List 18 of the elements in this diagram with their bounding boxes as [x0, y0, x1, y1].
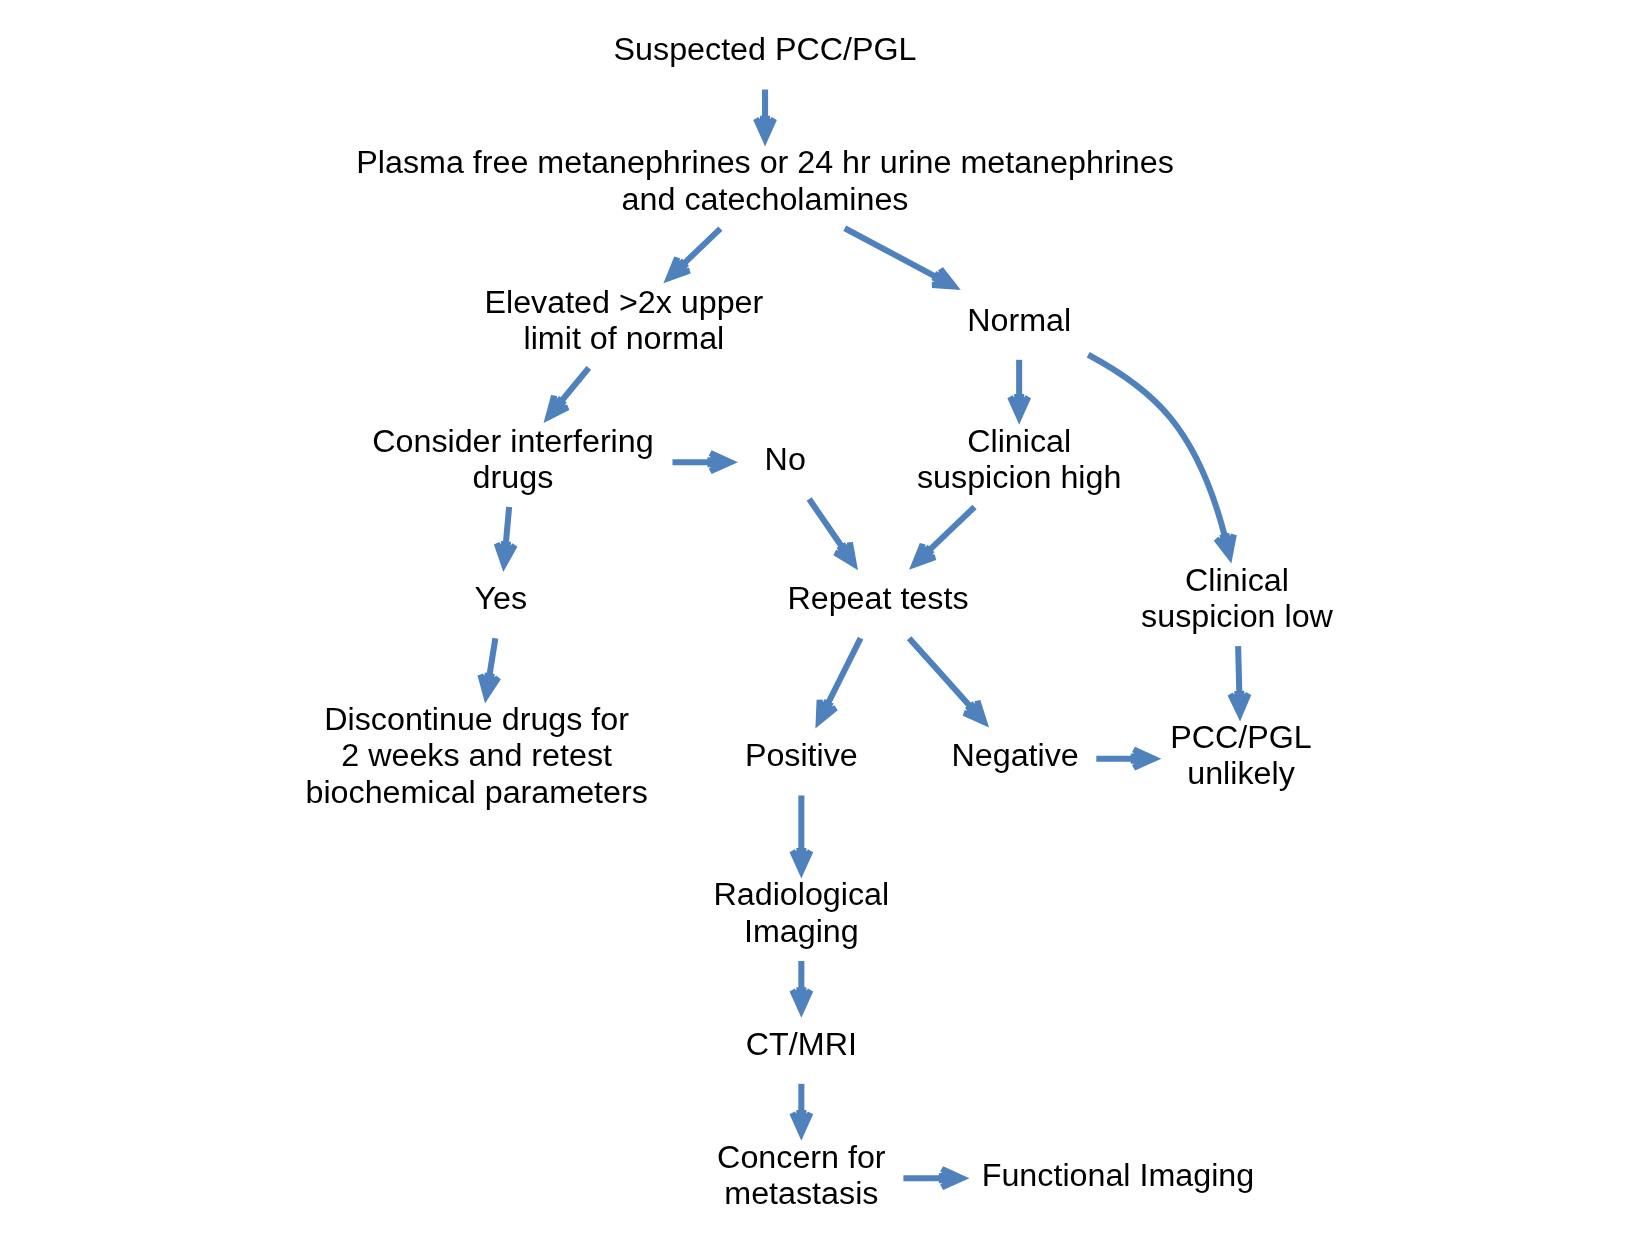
node-text: Concern for metastasis [717, 1138, 886, 1211]
node-text: PCC/PGL unlikely [1170, 719, 1312, 792]
node-text: CT/MRI [745, 1025, 857, 1062]
node-text: Functional Imaging [981, 1156, 1255, 1193]
node-text: Negative [951, 737, 1079, 774]
node-text: Radiological Imaging [713, 876, 890, 949]
node-text: Clinical suspicion low [1141, 561, 1333, 635]
node-text: Elevated >2x upper limit of normal [484, 283, 764, 356]
node-text: Repeat tests [787, 580, 969, 617]
node-text: No [764, 440, 806, 477]
node-text: Normal [967, 301, 1072, 338]
node-text: Plasma free metanephrines or 24 hr urine metanephrines and catecholamines [356, 144, 1174, 217]
node-text: Positive [744, 737, 858, 774]
node-text: Suspected PCC/PGL [613, 31, 917, 68]
node-text: Discontinue drugs for 2 weeks and retest biochemical parameters [305, 701, 648, 810]
node-text: Consider interfering drugs [372, 422, 654, 496]
node-text: Clinical suspicion high [916, 422, 1122, 496]
node-text: Yes [474, 580, 528, 617]
